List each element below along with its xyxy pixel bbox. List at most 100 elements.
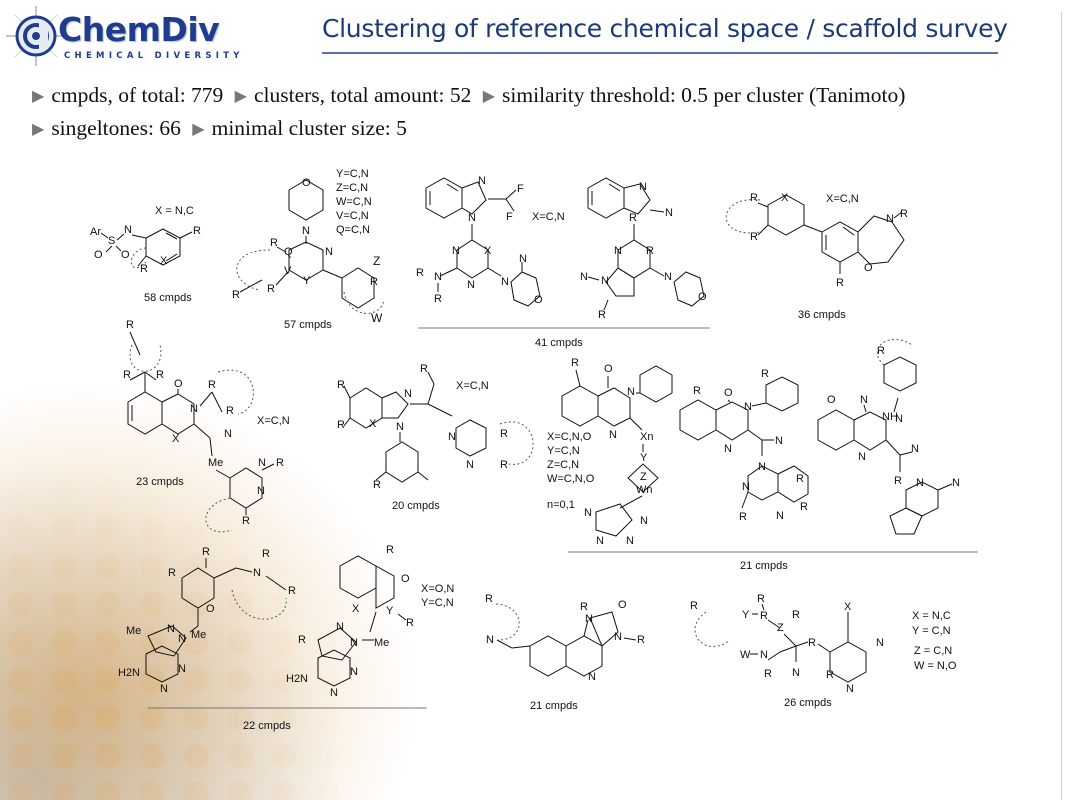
- atom-label: N: [614, 631, 622, 643]
- atom-label: N: [639, 181, 647, 193]
- title-underline: [322, 52, 998, 54]
- atom-label: N: [627, 386, 635, 398]
- cluster-note: W = N,O: [914, 660, 957, 672]
- cluster-note: W=C,N,O: [547, 473, 595, 485]
- fact-item: ▶similarity threshold: 0.5 per cluster (…: [477, 83, 906, 107]
- cluster-note: X = N,C: [155, 205, 194, 217]
- fact-label: singeltones: 66: [51, 116, 181, 140]
- atom-label: R: [262, 548, 270, 560]
- atom-label: R: [808, 637, 816, 649]
- atom-label: R: [370, 276, 378, 288]
- atom-label: NH: [882, 411, 898, 423]
- atom-label: N: [224, 428, 232, 440]
- atom-label: N: [302, 225, 310, 237]
- atom-label: R: [598, 309, 606, 321]
- atom-label: N: [160, 683, 168, 695]
- chemdiv-logo: ChemDiv CHEMICAL DIVERSITY: [6, 6, 256, 66]
- atom-label: N: [253, 567, 261, 579]
- cluster-count: 36 cmpds: [798, 309, 846, 321]
- scaffold-cluster-9: R N R N O N R N 21 cmpds: [485, 593, 645, 712]
- cluster-note: Y = C,N: [912, 625, 951, 637]
- atom-label: V: [284, 265, 292, 277]
- fact-item: ▶minimal cluster size: 5: [186, 116, 407, 140]
- atom-label: N: [742, 481, 750, 493]
- atom-label: N: [486, 634, 494, 646]
- atom-label: N: [846, 683, 854, 695]
- atom-label: N: [190, 403, 198, 415]
- atom-label: N: [325, 246, 333, 258]
- atom-label: Y: [742, 609, 750, 621]
- atom-label: R: [750, 192, 758, 204]
- atom-label: N: [895, 413, 903, 425]
- atom-label: O: [698, 291, 707, 303]
- atom-label: F: [517, 183, 524, 195]
- atom-label: R: [900, 208, 908, 220]
- atom-label: R: [386, 544, 394, 556]
- atom-label: N: [860, 394, 868, 406]
- scaffold-cluster-3: X=C,N R X R N R O R 36 cmpds: [725, 192, 908, 321]
- atom-label: R: [416, 267, 424, 279]
- atom-label: N: [614, 245, 622, 257]
- atom-label: X: [781, 192, 789, 204]
- atom-label: R: [877, 345, 885, 357]
- atom-label: O: [534, 294, 543, 306]
- cluster-note: Z=C,N: [336, 182, 368, 194]
- atom-label: X: [369, 418, 377, 430]
- atom-label: X: [172, 433, 180, 445]
- atom-label: R: [760, 610, 768, 622]
- atom-label: R: [757, 593, 765, 605]
- atom-label: N: [519, 253, 527, 265]
- atom-label: N: [257, 485, 265, 497]
- atom-label: R: [168, 567, 176, 579]
- atom-label: X: [484, 245, 492, 257]
- atom-label: N: [452, 245, 460, 257]
- atom-label: Me: [374, 637, 389, 649]
- fact-label: clusters, total amount: 52: [253, 83, 472, 107]
- cluster-note: X=O,N: [421, 583, 454, 595]
- atom-label: N: [588, 671, 596, 683]
- atom-label: N: [258, 457, 266, 469]
- cluster-note: X=C,N: [456, 380, 489, 392]
- atom-label: R: [298, 634, 306, 646]
- atom-label: W: [740, 649, 751, 661]
- atom-label: R: [270, 237, 278, 249]
- atom-label: N: [404, 388, 412, 400]
- atom-label: O: [618, 599, 627, 611]
- scaffold-cluster-5: R R X N N R N N R R R X=C,N 20 cmpds: [337, 363, 534, 512]
- right-triangle-icon: ▶: [192, 121, 205, 138]
- atom-label: N: [467, 279, 475, 291]
- atom-label: N: [775, 435, 783, 447]
- logo-wordmark: ChemDiv: [58, 10, 220, 49]
- cluster-note: W=C,N: [336, 196, 372, 208]
- atom-label: X: [352, 603, 360, 615]
- atom-label: Y: [303, 275, 311, 287]
- cluster-count: 21 cmpds: [530, 700, 578, 712]
- atom-label: O: [94, 249, 103, 261]
- atom-label: N: [776, 510, 784, 522]
- fact-item: ▶singeltones: 66: [32, 116, 181, 140]
- atom-label: N: [350, 637, 358, 649]
- atom-label: R: [485, 593, 493, 605]
- atom-label: N: [911, 443, 919, 455]
- atom-label: N: [952, 477, 960, 489]
- atom-label: R: [629, 212, 637, 224]
- atom-label: N: [178, 633, 186, 645]
- atom-label: R: [800, 501, 808, 513]
- cluster-count: 21 cmpds: [740, 560, 788, 572]
- atom-label: N: [665, 207, 673, 219]
- cluster-note: Z = C,N: [914, 645, 952, 657]
- fact-item: ▶cmpds, of total: 779: [32, 83, 223, 107]
- atom-label: O: [827, 394, 836, 406]
- atom-label: N: [876, 637, 884, 649]
- logo-tagline: CHEMICAL DIVERSITY: [64, 51, 244, 61]
- atom-label: Z: [640, 471, 647, 483]
- atom-label: N: [664, 271, 672, 283]
- atom-label: N: [124, 224, 132, 236]
- atom-label: N: [501, 276, 509, 288]
- atom-label: N: [758, 461, 766, 473]
- right-triangle-icon: ▶: [482, 88, 496, 105]
- atom-label: R: [267, 283, 275, 295]
- atom-label: W: [371, 311, 383, 325]
- atom-label: N: [336, 621, 344, 633]
